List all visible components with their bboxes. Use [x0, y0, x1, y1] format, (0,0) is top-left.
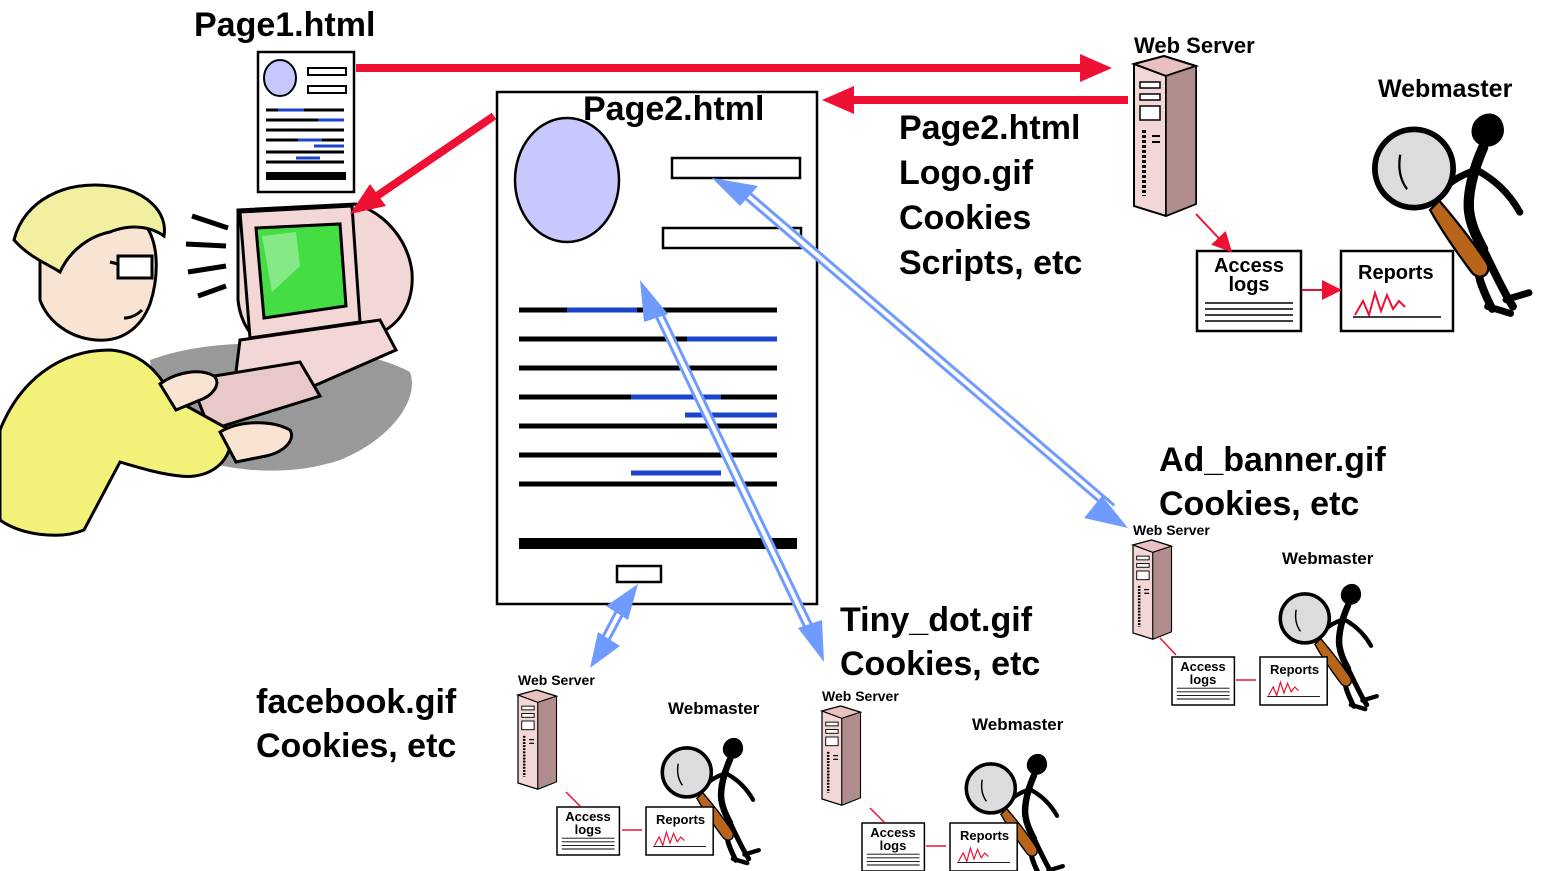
- main-access-logs-label: Access logs: [1213, 255, 1285, 296]
- tinydot-access-logs-label: Access logs: [870, 825, 916, 853]
- user-at-computer-icon: [0, 183, 414, 537]
- ad-reports-label: Reports: [1270, 662, 1320, 677]
- facebook-web-server-icon: [516, 688, 558, 791]
- facebook-reports-label: Reports: [656, 812, 706, 827]
- facebook-payload-list: facebook.gif Cookies, etc: [256, 683, 457, 765]
- facebook-webmaster-label: Webmaster: [668, 699, 760, 718]
- main-web-server-icon: [1132, 54, 1198, 218]
- main-webmaster-label: Webmaster: [1378, 75, 1513, 103]
- page1-icon: [256, 50, 356, 194]
- tinydot-web-server-icon: [820, 704, 862, 807]
- ad-webmaster-label: Webmaster: [1282, 549, 1374, 568]
- page2-title: Page2.html: [583, 90, 765, 128]
- main-reports-label: Reports: [1358, 262, 1434, 284]
- page2-icon: [495, 90, 819, 606]
- main-server-label: Web Server: [1134, 33, 1255, 58]
- red-request-arrows: [350, 54, 1128, 214]
- page1-title: Page1.html: [194, 6, 376, 44]
- ad-web-server-icon: [1131, 538, 1173, 641]
- main-payload-list: Page2.html Logo.gif Cookies Scripts, etc: [899, 109, 1083, 282]
- blue-third-party-arrows: [590, 178, 1128, 668]
- facebook-access-logs-label: Access logs: [565, 809, 611, 837]
- tinydot-webmaster-label: Webmaster: [972, 715, 1064, 734]
- tinydot-reports-label: Reports: [960, 828, 1010, 843]
- tinydot-server-label: Web Server: [822, 688, 899, 704]
- ad-server-label: Web Server: [1133, 522, 1210, 538]
- tinydot-payload-list: Tiny_dot.gif Cookies, etc: [840, 601, 1041, 683]
- ad-payload-list: Ad_banner.gif Cookies, etc: [1159, 441, 1386, 523]
- ad-access-logs-label: Access logs: [1180, 659, 1226, 687]
- facebook-server-label: Web Server: [518, 672, 595, 688]
